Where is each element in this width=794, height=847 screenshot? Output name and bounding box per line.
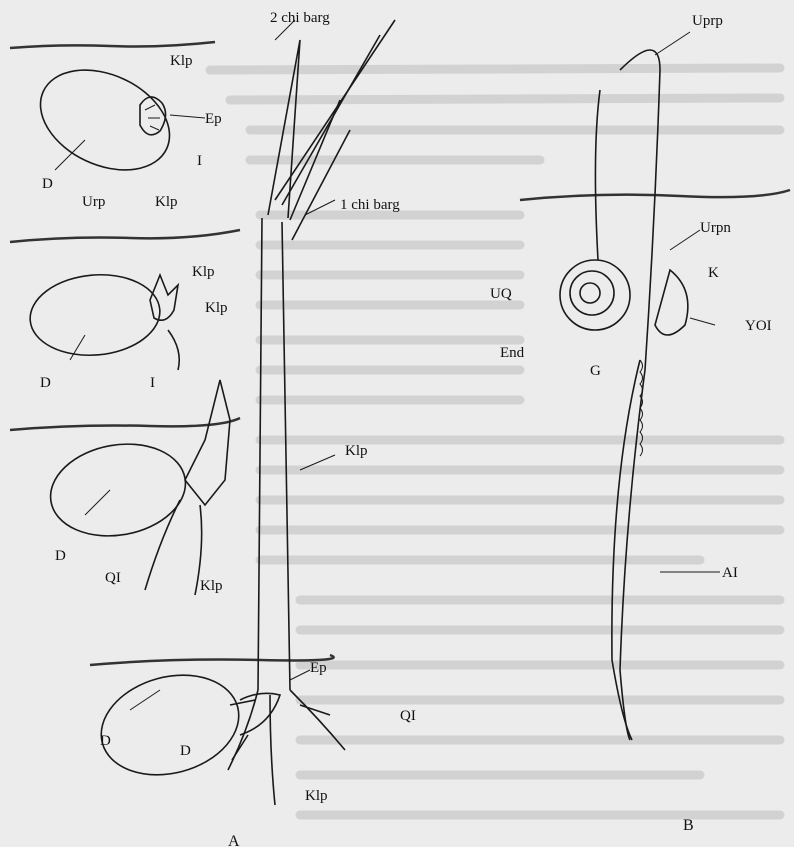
- label-uq: UQ: [490, 286, 512, 302]
- label-klp-5: Klp: [345, 443, 368, 459]
- label-end: End: [500, 345, 525, 361]
- label-urp: Urp: [82, 194, 105, 210]
- seed-stage-2: [27, 269, 179, 370]
- label-1-chi-barg: 1 chi barg: [340, 197, 400, 213]
- embryo-figure-b: [560, 50, 688, 740]
- label-i-1: I: [197, 153, 202, 169]
- label-klp-7: Klp: [305, 788, 328, 804]
- label-d-1: D: [42, 176, 53, 192]
- label-fig-b: B: [683, 817, 694, 834]
- label-qi-1: QI: [105, 570, 121, 586]
- label-k: K: [708, 265, 719, 281]
- labels-figure-b: Uprp Urpn K YOI UQ End G AI B: [490, 13, 772, 834]
- label-klp-4: Klp: [205, 300, 228, 316]
- seed-stage-3: [43, 380, 230, 595]
- label-yoi: YOI: [745, 318, 772, 334]
- label-klp-3: Klp: [192, 264, 215, 280]
- seedling-main: [90, 20, 395, 805]
- label-klp-1: Klp: [170, 53, 193, 69]
- soil-surface-lines: [10, 42, 334, 665]
- label-klp-2: Klp: [155, 194, 178, 210]
- label-ep-1: Ep: [205, 111, 222, 127]
- label-klp-6: Klp: [200, 578, 223, 594]
- label-ep-2: Ep: [310, 660, 327, 676]
- label-d-3: D: [55, 548, 66, 564]
- label-d-5: D: [180, 743, 191, 759]
- label-d-4: D: [100, 733, 111, 749]
- label-ai: AI: [722, 565, 738, 581]
- label-qi-2: QI: [400, 708, 416, 724]
- label-g: G: [590, 363, 601, 379]
- labels-figure-a: 2 chi barg 1 chi barg Klp Ep I D Urp Klp…: [40, 10, 416, 847]
- label-uprp: Uprp: [692, 13, 723, 29]
- label-i-2: I: [150, 375, 155, 391]
- label-fig-a: A: [228, 833, 240, 847]
- label-d-2: D: [40, 375, 51, 391]
- label-urpn: Urpn: [700, 220, 731, 236]
- seed-stage-1: [24, 50, 185, 189]
- label-leaders: [55, 20, 720, 710]
- label-2-chi-barg: 2 chi barg: [270, 10, 330, 26]
